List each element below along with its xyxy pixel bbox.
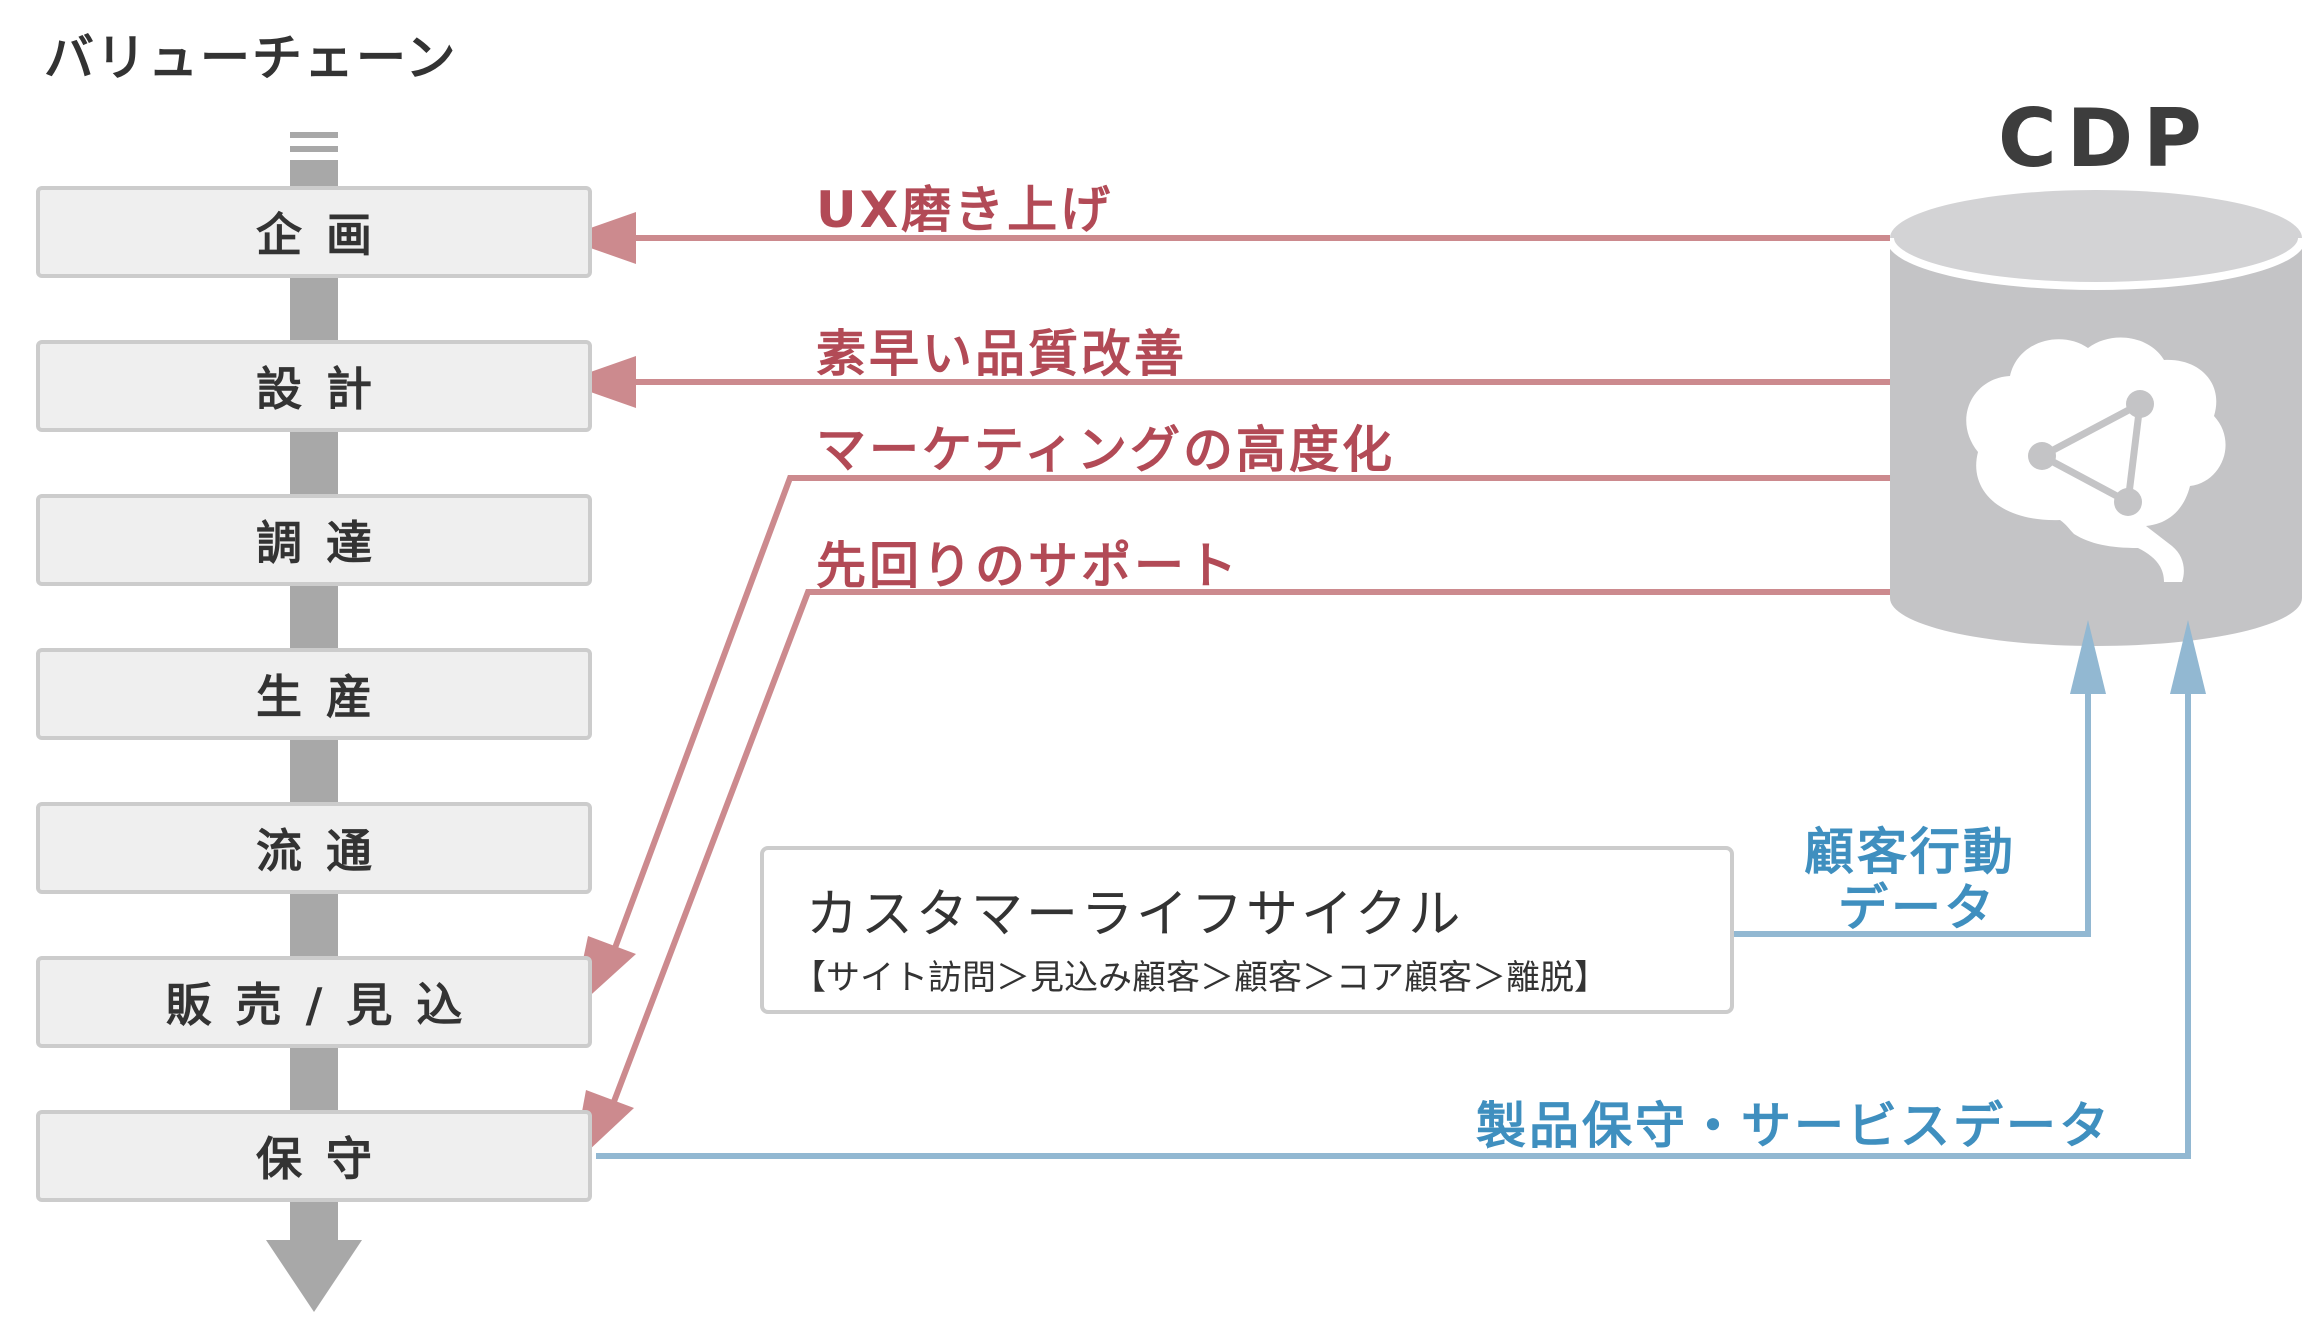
cdp-title: CDP: [1998, 92, 2212, 185]
data-label-maintenance: 製品保守・サービスデータ: [1476, 1097, 2112, 1155]
stage-maintenance: 保守: [36, 1110, 592, 1202]
lifecycle-stages: 【サイト訪問＞見込み顧客＞顧客＞コア顧客＞離脱】: [792, 958, 1608, 998]
stage-distribution: 流通: [36, 802, 592, 894]
flow-label-ux: UX磨き上げ: [816, 181, 1114, 239]
stage-procurement: 調達: [36, 494, 592, 586]
feedback-arrow-ux: [562, 212, 1890, 264]
stage-design: 設計: [36, 340, 592, 432]
stage-production: 生産: [36, 648, 592, 740]
flow-label-quality: 素早い品質改善: [816, 325, 1187, 383]
stage-planning: 企画: [36, 186, 592, 278]
lifecycle-title: カスタマーライフサイクル: [806, 885, 1464, 945]
feedback-arrow-quality: [562, 356, 1890, 408]
brain-network-icon: [1966, 337, 2226, 582]
customer-lifecycle-box: カスタマーライフサイクル 【サイト訪問＞見込み顧客＞顧客＞コア顧客＞離脱】: [760, 846, 1734, 1014]
value-chain-title: バリューチェーン: [44, 29, 458, 87]
data-arrow-customer-behavior: [1734, 620, 2106, 937]
data-label-customer-behavior-line1: 顧客行動: [1804, 823, 2016, 881]
flow-label-marketing: マーケティングの高度化: [816, 421, 1395, 479]
data-label-customer-behavior-line2: データ: [1838, 879, 1997, 937]
data-arrow-maintenance: [596, 620, 2206, 1159]
flow-label-support: 先回りのサポート: [816, 537, 1240, 595]
stage-sales-prospect: 販売/見込: [36, 956, 592, 1048]
